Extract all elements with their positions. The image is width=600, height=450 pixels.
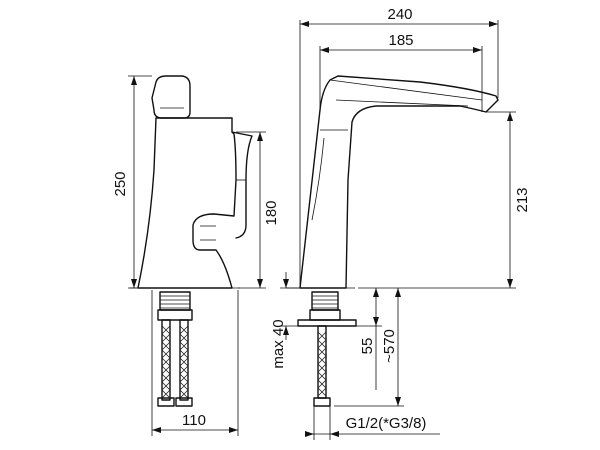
dim-hose-length: ~570 bbox=[334, 288, 404, 407]
hose-length-label: ~570 bbox=[381, 329, 398, 363]
front-lever bbox=[151, 75, 191, 119]
max-deck-label: max 40 bbox=[270, 319, 287, 368]
dim-thread: G1/2(*G3/8) bbox=[305, 406, 440, 440]
thread-label: G1/2(*G3/8) bbox=[346, 415, 427, 432]
dim-base-width: 110 bbox=[151, 290, 239, 436]
dim-overall-height: 250 bbox=[112, 75, 152, 289]
dim-connection-length: 55 bbox=[356, 288, 382, 390]
overall-width-label: 240 bbox=[387, 6, 412, 23]
side-threaded-stud bbox=[311, 291, 339, 311]
side-view: 240 185 213 max 40 55 bbox=[270, 6, 531, 440]
dim-lever-height: 180 bbox=[236, 131, 280, 289]
dim-max-deck: max 40 bbox=[270, 272, 300, 369]
base-width-label: 110 bbox=[182, 412, 206, 429]
front-body bbox=[137, 117, 237, 289]
spout-height-label: 213 bbox=[514, 187, 531, 212]
dim-spout-reach: 185 bbox=[319, 32, 483, 112]
overall-height-label: 250 bbox=[112, 171, 129, 196]
front-hoses bbox=[157, 319, 193, 407]
side-body bbox=[299, 75, 499, 289]
front-view: 250 180 110 bbox=[112, 75, 280, 436]
connection-length-label: 55 bbox=[359, 338, 376, 355]
dim-spout-height: 213 bbox=[358, 111, 531, 289]
lever-height-label: 180 bbox=[263, 200, 280, 225]
front-threaded-stud bbox=[159, 291, 191, 311]
spout-reach-label: 185 bbox=[388, 32, 413, 49]
side-hoses bbox=[313, 325, 331, 407]
dim-overall-width: 240 bbox=[299, 6, 499, 288]
